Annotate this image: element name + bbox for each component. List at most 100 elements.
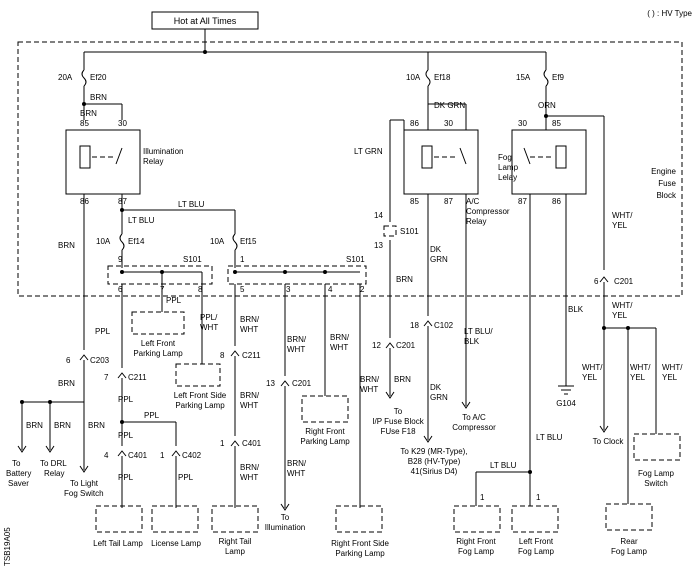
fog-relay-pin-85: 85 (552, 119, 561, 128)
illumination-relay-box (65, 129, 141, 195)
c201-mid-connector-icon (385, 342, 395, 349)
wire-brn-3: BRN (58, 241, 75, 250)
wire-wht-yel-5a: WHT/ (662, 363, 683, 372)
fuse-ef20-symbol (81, 69, 87, 87)
fuse-ef9-name: Ef9 (552, 73, 565, 82)
wire-lt-grn: LT GRN (354, 147, 383, 156)
arrow-drl-relay-icon (45, 445, 55, 453)
c401-right-pin: 1 (220, 439, 225, 448)
s101-small-splice (383, 225, 397, 237)
wire-orn: ORN (538, 101, 556, 110)
lf-side-lamp-label-2: Parking Lamp (175, 401, 225, 410)
c203-connector-icon (79, 354, 89, 361)
dest-k29-1: To K29 (MR-Type), (400, 447, 467, 456)
wire-ppl-wht-2: WHT (200, 323, 218, 332)
ac-relay-coil-icon (421, 145, 433, 169)
c211-right-label: C211 (242, 351, 261, 360)
wire-brn-8: BRN (396, 275, 413, 284)
wire-wht-yel-1b: YEL (612, 221, 628, 230)
s101-left-pin-9: 9 (118, 255, 123, 264)
wire-dk-grn-3a: DK (430, 383, 442, 392)
rear-fog-lamp-label-2: Fog Lamp (611, 547, 648, 556)
wire-brn-wht-6a: BRN/ (330, 333, 350, 342)
wire-ppl-3: PPL (118, 395, 134, 404)
wire-lt-blu-4: LT BLU (490, 461, 517, 470)
illum-relay-pin-87: 87 (118, 197, 127, 206)
fog-relay-pin-87: 87 (518, 197, 527, 206)
wire-wht-yel-3b: YEL (582, 373, 598, 382)
wire-brn-7: BRN (88, 421, 105, 430)
arrow-clock-icon (599, 425, 609, 433)
rf-side-lamp-box (335, 505, 383, 533)
illum-relay-label-2: Relay (143, 157, 163, 166)
wire-brn-wht-1b: WHT (240, 325, 258, 334)
wire-brn-5: BRN (26, 421, 43, 430)
c201-right-pin: 6 (594, 277, 599, 286)
arrow-illumination-icon (280, 503, 290, 511)
rf-side-lamp-label-2: Parking Lamp (335, 549, 385, 558)
right-tail-lamp-label-2: Lamp (225, 547, 246, 556)
c211-left-connector-icon (117, 372, 127, 379)
arrow-ac-comp-icon (461, 401, 471, 409)
rear-fog-lamp-label-1: Rear (620, 537, 638, 546)
fuse-ef14-amp: 10A (96, 237, 111, 246)
wire-ppl-4: PPL (144, 411, 160, 420)
dest-illumination-1: To (281, 513, 290, 522)
wire-brn-9: BRN (394, 375, 411, 384)
c201-left-label: C201 (292, 379, 312, 388)
wire-brn-wht-6b: WHT (330, 343, 348, 352)
engine-fuse-block-label-3: Block (656, 191, 677, 200)
fog-relay-label-2: Lamp (498, 163, 519, 172)
pin-13: 13 (374, 241, 383, 250)
rf-parking-lamp-label-1: Right Front (305, 427, 345, 436)
dest-ip-fuse-3: FUse F18 (380, 427, 416, 436)
wire-brn-1: BRN (90, 93, 107, 102)
wire-wht-yel-2a: WHT/ (612, 301, 633, 310)
c402-connector-icon (171, 450, 181, 457)
arrow-battery-saver-icon (17, 445, 27, 453)
wire-lt-blu-blk-2: BLK (464, 337, 480, 346)
wire-brn-wht-2b: WHT (240, 401, 258, 410)
dest-fog-1: To Light (70, 479, 99, 488)
ac-relay-label-3: Relay (466, 217, 486, 226)
s101-small-label: S101 (400, 227, 419, 236)
engine-fuse-block-outline (17, 41, 683, 297)
fuse-ef14-name: Ef14 (128, 237, 145, 246)
wire-wht-yel-5b: YEL (662, 373, 678, 382)
wire-wht-yel-4b: YEL (630, 373, 646, 382)
c211-right-pin: 8 (220, 351, 225, 360)
fuse-ef20-name: Ef20 (90, 73, 107, 82)
c402-pin: 1 (160, 451, 165, 460)
illum-relay-pin-30: 30 (118, 119, 127, 128)
engine-fuse-block-label-2: Fuse (658, 179, 676, 188)
dest-battery-saver-1: To (12, 459, 21, 468)
lf-parking-lamp-label-1: Left Front (141, 339, 176, 348)
wire-dk-grn-3b: GRN (430, 393, 448, 402)
dest-fog-2: Fog Switch (64, 489, 104, 498)
lf-fog-lamp-label-1: Left Front (519, 537, 554, 546)
wire-wht-yel-1a: WHT/ (612, 211, 633, 220)
fog-relay-label-3: Lelay (498, 173, 517, 182)
rf-parking-lamp-box (301, 395, 349, 423)
wire-lt-blu-blk-1: LT BLU/ (464, 327, 493, 336)
s101-left-label: S101 (183, 255, 202, 264)
illum-relay-coil-icon (79, 145, 91, 169)
wire-brn-wht-5b: WHT (287, 469, 305, 478)
c201-right-label: C201 (614, 277, 634, 286)
wire-brn-2: BRN (80, 109, 97, 118)
wire-lt-blu-3: LT BLU (536, 433, 563, 442)
hv-type-note: ( ) : HV Type (647, 9, 692, 18)
s101-right-pin-5: 5 (240, 285, 245, 294)
left-tail-lamp-box (95, 505, 143, 533)
ac-relay-label-2: Compressor (466, 207, 510, 216)
arrow-ip-fuse-icon (385, 391, 395, 399)
c401-right-connector-icon (230, 440, 240, 447)
dest-battery-saver-3: Saver (8, 479, 29, 488)
ac-relay-label-1: A/C (466, 197, 480, 206)
wire-brn-wht-5a: BRN/ (287, 459, 307, 468)
c201-left-pin: 13 (266, 379, 275, 388)
wire-wht-yel-4a: WHT/ (630, 363, 651, 372)
c211-left-pin: 7 (104, 373, 109, 382)
s101-left-splice (107, 265, 213, 285)
wire-lt-blu-2: LT BLU (128, 216, 155, 225)
